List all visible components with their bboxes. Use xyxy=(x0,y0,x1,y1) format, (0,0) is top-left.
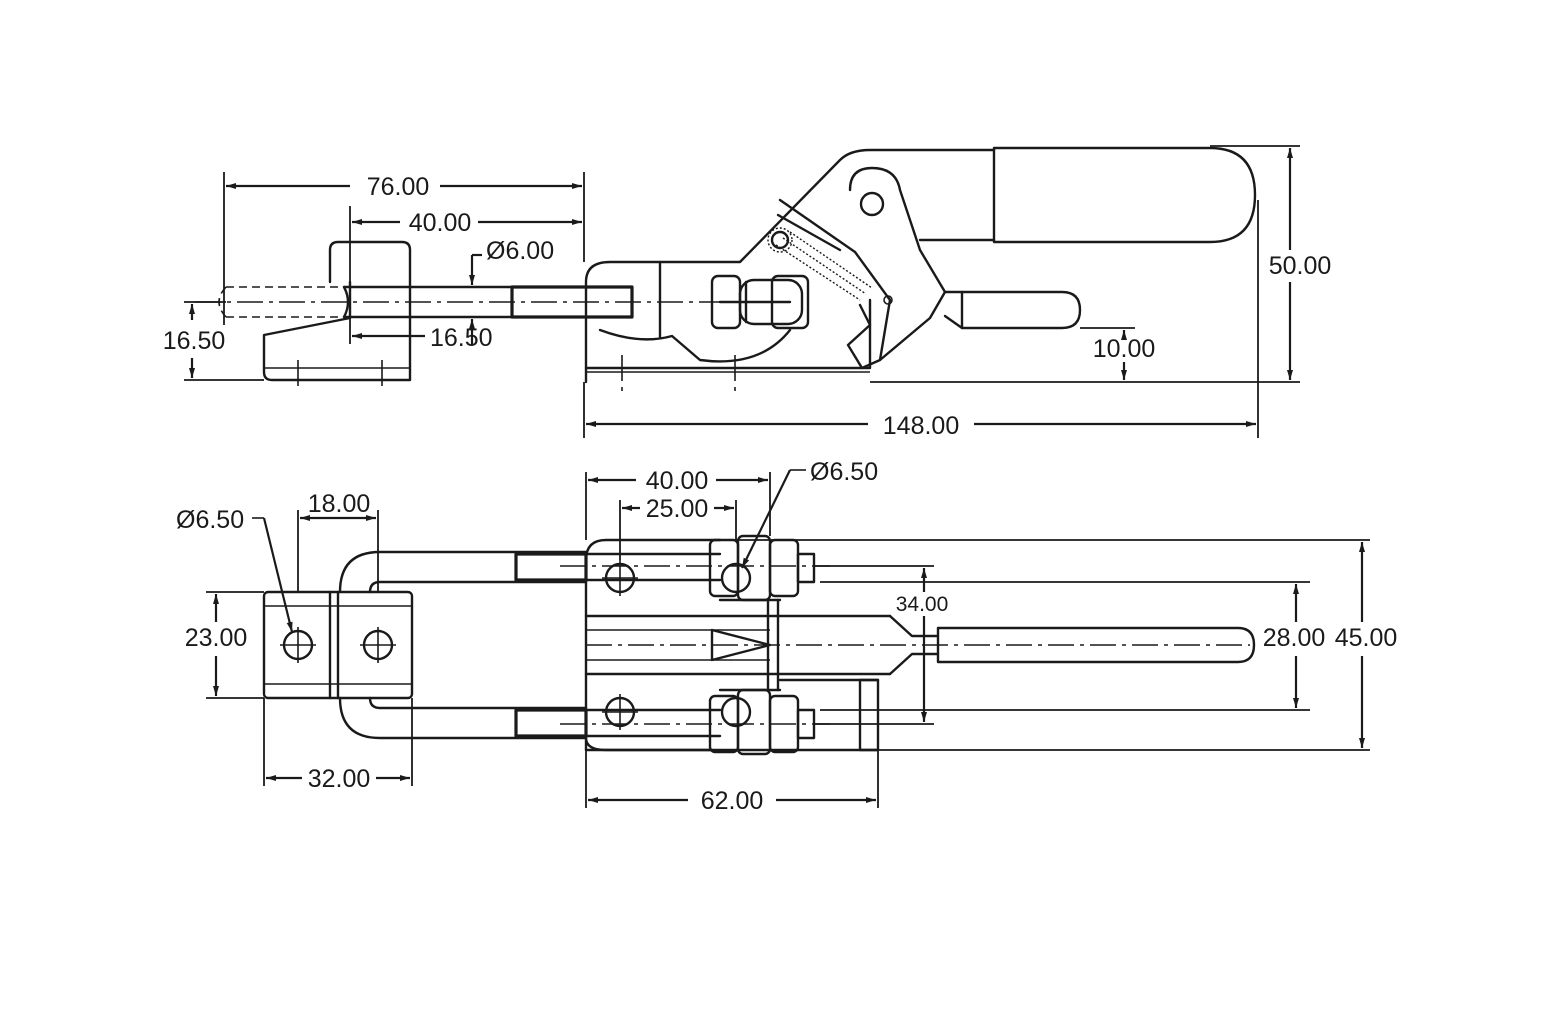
dim-base-length-top: 62.00 xyxy=(701,787,764,815)
base-plate-top xyxy=(560,534,1256,756)
dim-inner-width: 34.00 xyxy=(896,593,949,616)
dim-total-height: 50.00 xyxy=(1269,252,1332,280)
hook-rod-top xyxy=(338,550,588,740)
dim-catch-height: 23.00 xyxy=(185,624,248,652)
dim-overall-length: 76.00 xyxy=(367,173,430,201)
dim-hole-diameter-right: Ø6.50 xyxy=(810,458,878,486)
dim-hook-height: 16.50 xyxy=(163,327,226,355)
dim-handle-width: 28.00 xyxy=(1263,624,1326,652)
dim-base-hole-offset: 25.00 xyxy=(646,495,709,523)
dim-hook-width: 16.50 xyxy=(430,324,493,352)
top-dimensions: Ø6.50 18.00 23.00 32.00 40.00 xyxy=(176,458,1397,815)
dim-hole-diameter-left: Ø6.50 xyxy=(176,506,244,534)
dim-hole-spacing: 18.00 xyxy=(308,490,371,518)
dim-catch-length: 32.00 xyxy=(308,765,371,793)
dim-base-length-side: 148.00 xyxy=(883,412,959,440)
dim-handle-height: 10.00 xyxy=(1093,335,1156,363)
dim-overall-width: 45.00 xyxy=(1335,624,1398,652)
side-dimensions: 76.00 40.00 Ø6.00 16.50 16.50 148.00 xyxy=(163,145,1332,440)
side-view: 76.00 40.00 Ø6.00 16.50 16.50 148.00 xyxy=(163,145,1332,440)
spring xyxy=(767,227,893,305)
clamp-body-side xyxy=(584,146,1257,395)
top-view: Ø6.50 18.00 23.00 32.00 40.00 xyxy=(176,458,1397,815)
dim-pin-diameter: Ø6.00 xyxy=(486,237,554,265)
dim-hook-offset: 40.00 xyxy=(409,209,472,237)
dim-base-hole-span: 40.00 xyxy=(646,467,709,495)
hook-rod-side xyxy=(195,285,720,319)
catch-plate-top xyxy=(262,590,414,700)
